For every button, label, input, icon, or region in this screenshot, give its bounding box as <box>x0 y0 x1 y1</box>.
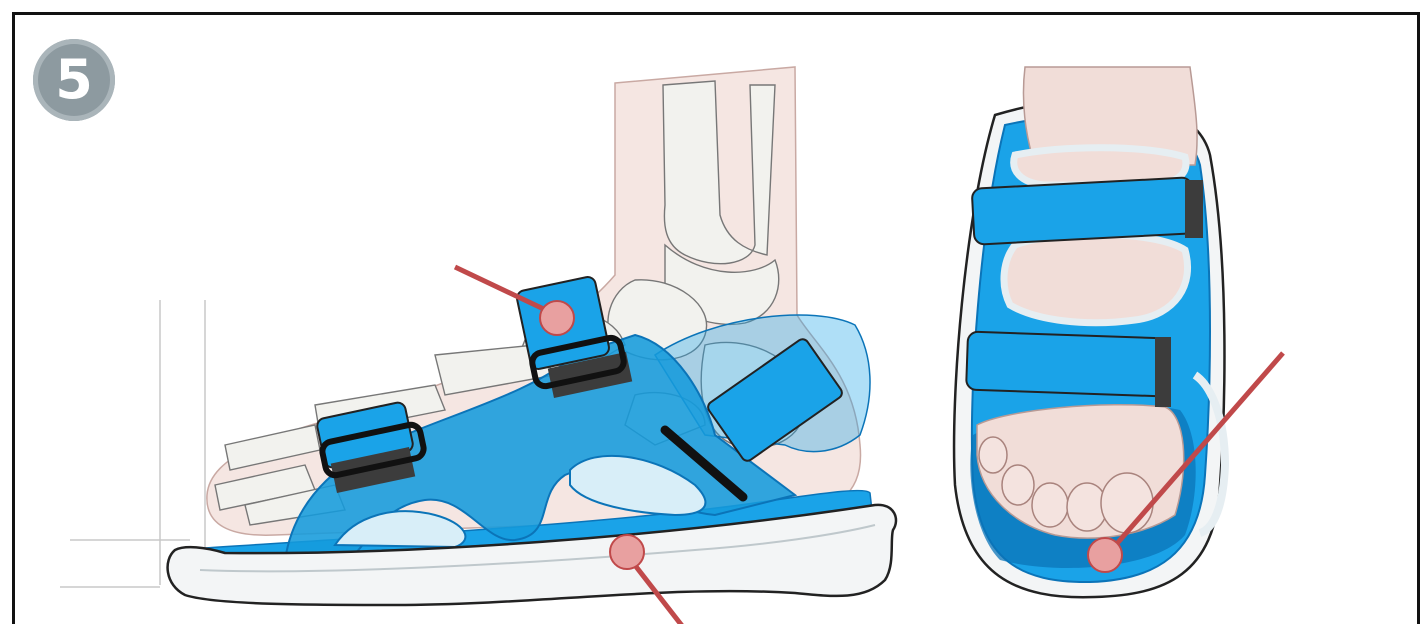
measurement-guides <box>60 300 205 587</box>
marker-sole <box>610 535 644 569</box>
marker-toe-bed <box>1088 538 1122 572</box>
top-view-illustration <box>954 67 1283 597</box>
figure-frame: 5 <box>12 12 1420 624</box>
marker-upper-strap <box>540 301 574 335</box>
side-view-illustration <box>15 15 1420 624</box>
